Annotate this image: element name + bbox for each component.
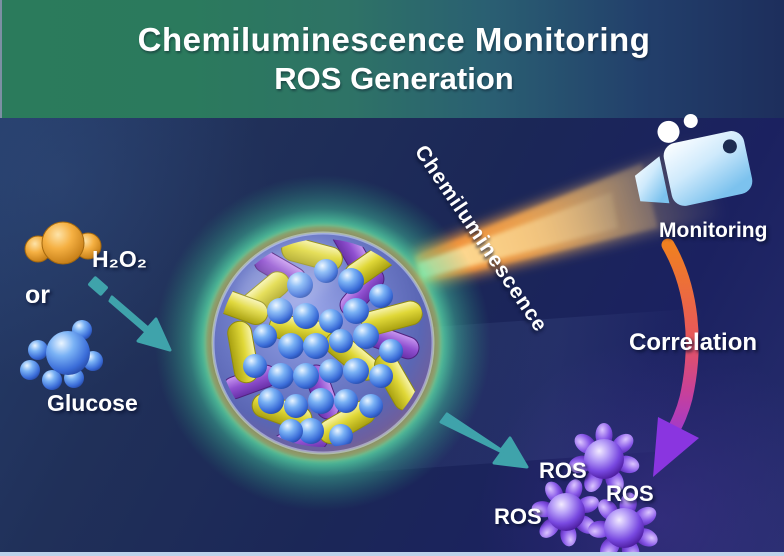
glucose-molecule — [20, 320, 103, 390]
title-banner: Chemiluminescence Monitoring ROS Generat… — [0, 0, 784, 118]
ros-label: ROS — [494, 504, 542, 529]
ros-particle — [568, 423, 640, 492]
title-line-1: Chemiluminescence Monitoring — [137, 21, 651, 58]
output-arrow — [439, 412, 529, 469]
correlation-label: Correlation — [629, 329, 758, 356]
h2o2-label: H₂O₂ — [92, 246, 147, 272]
h2o2-molecule — [24, 221, 102, 265]
ros-label: ROS — [539, 458, 587, 483]
ros-label: ROS — [606, 481, 654, 506]
ros-particle — [531, 479, 599, 547]
glucose-label: Glucose — [47, 390, 138, 416]
correlation-arrow — [653, 238, 699, 477]
video-camera-icon — [634, 113, 753, 206]
input-arrow — [88, 276, 172, 352]
title-line-2: ROS Generation — [274, 61, 514, 96]
or-label: or — [25, 281, 50, 309]
bottom-border — [0, 552, 784, 556]
monitoring-label: Monitoring — [659, 219, 768, 242]
nanoparticle-sphere — [155, 175, 491, 511]
